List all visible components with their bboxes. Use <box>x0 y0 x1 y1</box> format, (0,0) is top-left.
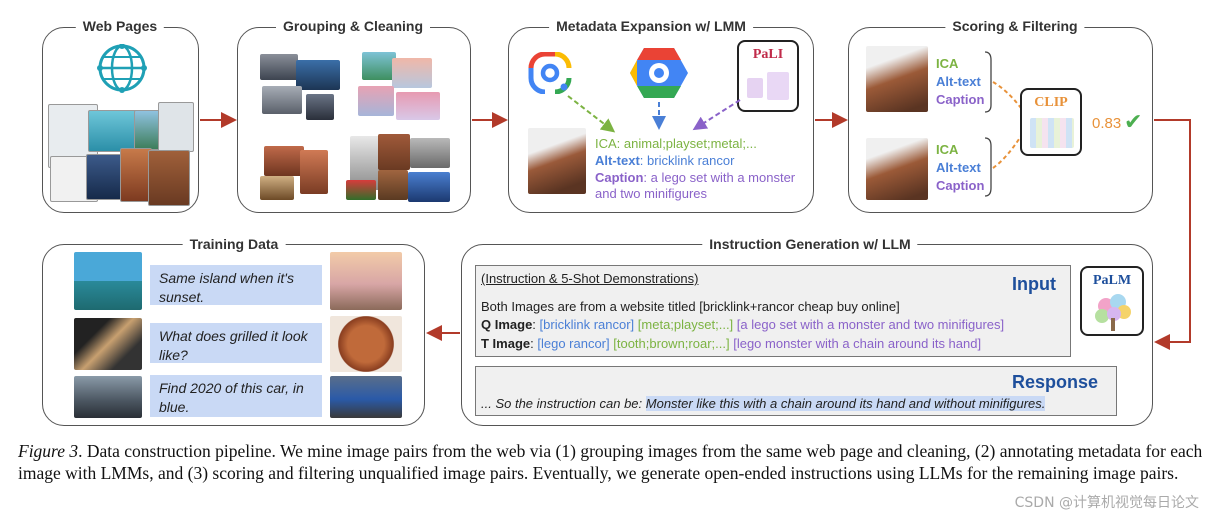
palm-logo: PaLM <box>1080 266 1144 336</box>
google-cloud-icon <box>630 48 688 98</box>
score-caption-bottom: Caption <box>936 178 985 193</box>
training-q-image-1 <box>74 252 142 310</box>
globe-icon <box>97 44 147 93</box>
google-lens-icon <box>528 52 572 94</box>
training-t-image-2 <box>330 316 402 372</box>
meta-ica-line: ICA: animal;playset;metal;... <box>595 136 757 151</box>
training-instruction-3: Find 2020 of this car, in blue. <box>150 375 322 417</box>
training-t-image-3 <box>330 376 402 418</box>
training-instruction-1: Same island when it's sunset. <box>150 265 322 305</box>
metadata-arrows <box>567 95 741 133</box>
clip-score: 0.83 <box>1092 115 1122 132</box>
score-ica-top: ICA <box>936 56 959 71</box>
rancor-image <box>528 128 586 194</box>
meta-alt-line: Alt-text: bricklink rancor <box>595 153 735 168</box>
figure-caption: Figure 3. Data construction pipeline. We… <box>18 440 1203 484</box>
scoring-brackets <box>985 51 1022 197</box>
palm-tree-icon <box>1095 294 1131 331</box>
panel-title-metadata: Metadata Expansion w/ LMM <box>549 18 753 34</box>
figure-label: Figure 3 <box>18 441 79 461</box>
training-instruction-2: What does grilled it look like? <box>150 323 322 363</box>
score-alt-bottom: Alt-text <box>936 160 981 175</box>
training-q-image-3 <box>74 376 142 418</box>
clip-logo: CLIP <box>1020 88 1082 156</box>
response-label: Response <box>1011 372 1098 392</box>
score-ica-bottom: ICA <box>936 142 959 157</box>
watermark: CSDN @计算机视觉每日论文 <box>1014 495 1199 511</box>
training-q-image-2 <box>74 318 142 370</box>
score-alt-top: Alt-text <box>936 74 981 89</box>
web-page-collage <box>48 98 194 206</box>
score-caption-top: Caption <box>936 92 985 107</box>
input-t-image-line: T Image: [lego rancor] [tooth;brown;roar… <box>481 336 982 351</box>
panel-title-instruction: Instruction Generation w/ LLM <box>702 236 918 252</box>
response-box: Response ... So the instruction can be: … <box>475 366 1117 416</box>
training-t-image-1 <box>330 252 402 310</box>
check-icon: ✔ <box>1124 110 1143 135</box>
pali-logo-text: PaLI <box>752 47 784 62</box>
clip-logo-text: CLIP <box>1034 95 1068 110</box>
response-line: ... So the instruction can be: Monster l… <box>481 396 1046 411</box>
panel-title-web-pages: Web Pages <box>75 18 165 34</box>
meta-caption-line-2: and two minifigures <box>595 186 707 201</box>
input-label: Input <box>1012 274 1056 294</box>
palm-logo-text: PaLM <box>1092 273 1132 288</box>
meta-caption-line: Caption: a lego set with a monster <box>595 170 796 185</box>
input-box: (Instruction & 5-Shot Demonstrations) In… <box>475 265 1071 357</box>
input-line-1: Both Images are from a website titled [b… <box>481 299 900 314</box>
scoring-image-bottom <box>866 138 928 200</box>
panel-title-scoring: Scoring & Filtering <box>945 18 1085 34</box>
pali-logo: PaLI <box>737 40 799 112</box>
input-q-image-line: Q Image: [bricklink rancor] [meta;playse… <box>481 317 1005 332</box>
scoring-image-top <box>866 46 928 112</box>
panel-title-training: Training Data <box>182 236 286 252</box>
panel-title-grouping: Grouping & Cleaning <box>276 18 430 34</box>
caption-text: . Data construction pipeline. We mine im… <box>18 441 1203 483</box>
input-header: (Instruction & 5-Shot Demonstrations) <box>481 271 699 286</box>
